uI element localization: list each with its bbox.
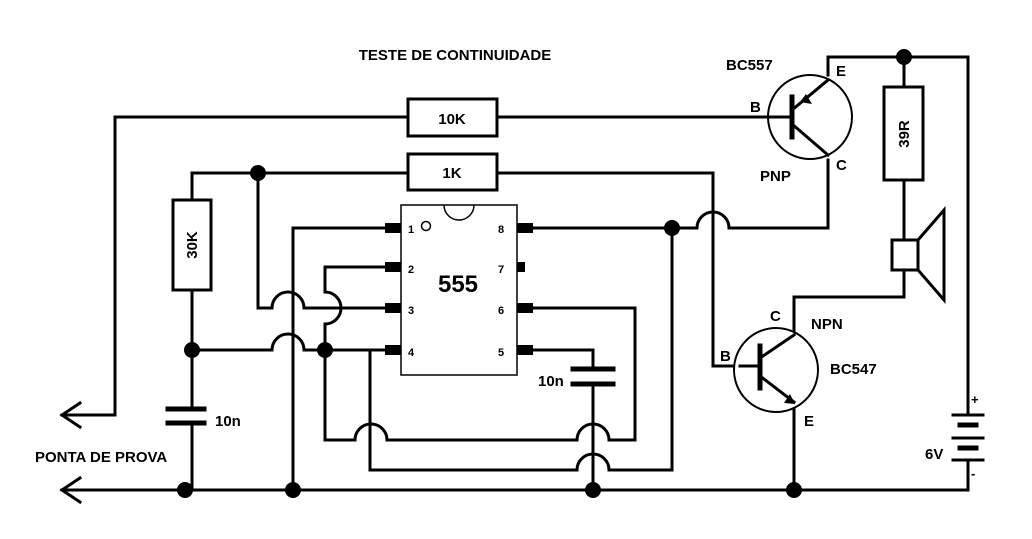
npn-type-label: NPN [811, 316, 843, 333]
wire-speaker-npn-collector [792, 268, 906, 337]
pin-1-label: 1 [408, 224, 414, 236]
resistor-30k: 30K [171, 198, 213, 292]
pin-8-label: 8 [498, 224, 504, 236]
junction [184, 342, 200, 358]
pnp-model-label: BC557 [726, 57, 773, 74]
pnp-collector-label: C [836, 157, 847, 174]
battery-plus-label: + [971, 392, 979, 407]
probe-arrow-top [59, 400, 83, 430]
resistor-39r: 39R [882, 85, 925, 182]
battery-minus-label: - [971, 466, 975, 481]
npn-model-label: BC547 [830, 361, 877, 378]
pnp-type-label: PNP [760, 168, 791, 185]
pin-7-label: 7 [498, 264, 504, 276]
capacitor-control-label: 10n [538, 373, 564, 390]
pin-2-label: 2 [408, 264, 414, 276]
junction [250, 165, 266, 181]
diagram-title: TESTE DE CONTINUIDADE [359, 47, 552, 64]
battery-voltage-label: 6V [925, 446, 943, 463]
resistor-39r-label: 39R [896, 120, 913, 148]
capacitor-control: 10n [538, 366, 616, 390]
junction [896, 49, 912, 65]
wire-pin8-to-pnp-collector [515, 158, 830, 230]
wire-pin5-cap [515, 348, 595, 369]
junction [664, 220, 680, 236]
wire-1k-to-npn-base [495, 171, 742, 368]
npn-collector-label: C [770, 308, 781, 325]
probe-arrow-bottom [59, 475, 83, 505]
wire-30k-top [190, 171, 410, 202]
pin-6-label: 6 [498, 305, 504, 317]
transistor-pnp: BC557 B E C PNP [726, 57, 853, 185]
junction [317, 342, 333, 358]
ic-555: 555 1 2 3 4 5 6 7 8 [385, 204, 533, 376]
wires [59, 55, 970, 505]
speaker-icon [890, 205, 946, 305]
junction [285, 482, 301, 498]
wire-pin1-ground [291, 226, 387, 492]
pin-4-label: 4 [408, 347, 415, 359]
pin-5-label: 5 [498, 347, 504, 359]
wire-pin3-feedback [256, 171, 387, 310]
pnp-emitter-label: E [836, 63, 846, 80]
resistor-1k: 1K [406, 152, 499, 192]
junctions [177, 49, 912, 498]
junction [786, 482, 802, 498]
npn-base-label: B [720, 348, 731, 365]
pnp-base-label: B [750, 99, 761, 116]
wire-node-to-pin4 [190, 332, 387, 352]
transistor-npn: C NPN B BC547 E [720, 308, 877, 430]
capacitor-timing-label: 10n [215, 413, 241, 430]
junction [585, 482, 601, 498]
wire-probe-to-10k [113, 115, 410, 417]
capacitor-timing: 10n [165, 406, 241, 430]
ic-name: 555 [438, 271, 478, 298]
pin-3-label: 3 [408, 305, 414, 317]
resistor-1k-label: 1K [442, 165, 461, 182]
resistor-30k-label: 30K [184, 231, 201, 259]
battery-icon: + - 6V [925, 392, 985, 481]
resistor-10k: 10K [406, 97, 499, 138]
npn-emitter-label: E [804, 413, 814, 430]
resistor-10k-label: 10K [438, 111, 466, 128]
junction [177, 482, 193, 498]
probe-label: PONTA DE PROVA [35, 449, 167, 466]
